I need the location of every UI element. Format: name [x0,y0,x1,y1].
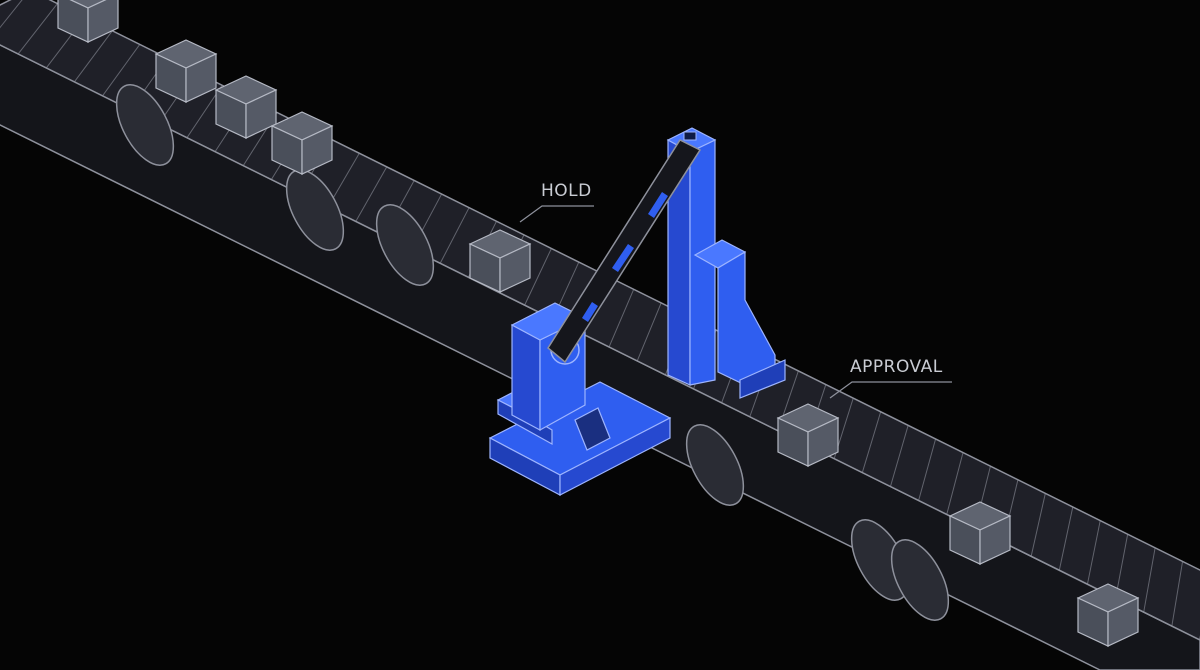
conveyor-slat [1115,534,1129,599]
barrier-stripe-3 [648,192,668,218]
conveyor-slat [355,166,388,222]
gate-tower-base-side [717,250,776,386]
barrier-stripe-2 [612,244,634,272]
conveyor-slat [1086,520,1101,585]
package-box-group [57,0,1140,647]
conveyor-roller [890,539,950,621]
gate-tower-slot [683,131,697,141]
package-box-icon [154,39,218,103]
conveyor-slat [1171,561,1184,627]
conveyor-slat [636,302,662,362]
gate-barrier-icon [547,139,702,364]
gate-tower-foot [739,359,786,399]
conveyor-roller [285,169,345,251]
barrier-stripe-1 [582,302,598,322]
conveyor-slat [0,0,23,29]
conveyor-slat [1030,493,1046,557]
conveyor-slat [17,3,58,55]
conveyor-slat [439,207,470,264]
conveyor-roller [115,84,175,166]
conveyor-roller [685,424,745,506]
approval-callout: APPROVAL [829,357,952,399]
box-face [807,417,839,467]
conveyor-slat [74,30,113,83]
conveyor-roller [375,204,435,286]
box-face [979,515,1011,565]
hold-leader-line [519,205,594,223]
box-face [87,0,119,43]
box-face [185,53,217,103]
conveyor-slat [946,452,964,515]
conveyor-rollers [115,84,950,621]
box-face [301,125,333,175]
conveyor-slat [861,411,882,473]
hold-callout: HOLD [519,181,594,223]
box-face [1107,597,1139,647]
package-box-icon [468,229,532,293]
approval-leader-line [829,381,952,399]
conveyor-slat [1143,547,1156,613]
box-face [499,243,531,293]
package-box-icon [214,75,278,139]
package-box-icon [57,0,119,43]
gate-control-panel [574,407,611,451]
conveyor-slat [889,425,909,487]
package-box-icon [948,501,1012,565]
conveyor-slat [102,44,141,97]
gate-base-side [559,417,671,496]
conveyor-slat [918,438,937,501]
conveyor-slat [1058,506,1074,571]
package-box-icon [1076,583,1140,647]
conveyor-slat [608,289,635,348]
hold-label: HOLD [541,181,592,201]
gate-post-left-front [511,323,541,432]
conveyor-slat [524,248,552,306]
approval-label: APPROVAL [850,357,943,377]
package-box-icon [270,111,334,175]
package-box-icon [776,403,840,467]
